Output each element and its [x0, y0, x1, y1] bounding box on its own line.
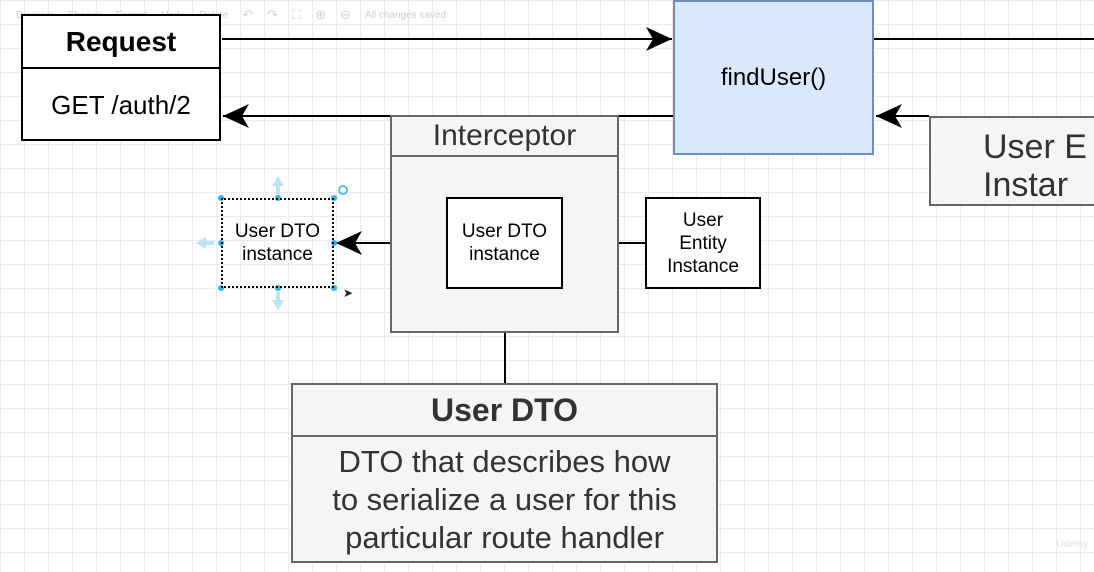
request-title: Request — [23, 16, 219, 69]
interceptor-title: Interceptor — [392, 117, 617, 157]
mouse-cursor-icon: ➤ — [343, 286, 354, 300]
rotate-handle — [338, 185, 348, 195]
dto-selected-line2: instance — [242, 244, 313, 265]
undo-icon[interactable]: ↶ — [242, 7, 254, 22]
user-entity-box[interactable]: User Entity Instance — [645, 197, 761, 289]
dto-inner-line2: instance — [469, 244, 540, 265]
user-dto-desc-line3: particular route handler — [345, 520, 664, 555]
entity-line2: Entity — [679, 232, 727, 254]
finduser-box[interactable]: findUser() — [673, 0, 874, 155]
user-entity-big-line2: Instar — [983, 166, 1069, 204]
selection-arrows — [196, 176, 284, 310]
zoom-out-icon[interactable]: ⊖ — [340, 7, 351, 22]
request-body: GET /auth/2 — [51, 89, 191, 120]
user-dto-instance-box[interactable]: User DTO instance — [446, 197, 563, 289]
user-dto-desc-line2: to serialize a user for this — [332, 482, 677, 517]
entity-line3: Instance — [667, 255, 739, 277]
entity-line1: User — [682, 209, 724, 231]
user-entity-big-line1: User E — [983, 128, 1087, 166]
user-entity-instance-box[interactable]: User E Instar — [929, 116, 1094, 206]
selected-user-dto-instance-box[interactable]: User DTO instance — [221, 198, 334, 288]
watermark: Udemy — [1056, 539, 1088, 550]
zoom-in-icon[interactable]: ⊕ — [315, 7, 327, 22]
dto-selected-line1: User DTO — [234, 221, 321, 242]
save-status: All changes saved — [364, 9, 447, 21]
request-box[interactable]: Request GET /auth/2 — [21, 14, 221, 141]
user-dto-desc-line1: DTO that describes how — [338, 444, 671, 479]
user-dto-box[interactable]: User DTO DTO that describes how to seria… — [291, 383, 718, 563]
fullscreen-icon[interactable]: ⛶ — [292, 7, 302, 22]
dto-inner-line1: User DTO — [461, 221, 548, 242]
user-dto-title: User DTO — [293, 385, 716, 437]
finduser-label: findUser() — [720, 63, 827, 91]
redo-icon[interactable]: ↷ — [267, 7, 279, 22]
